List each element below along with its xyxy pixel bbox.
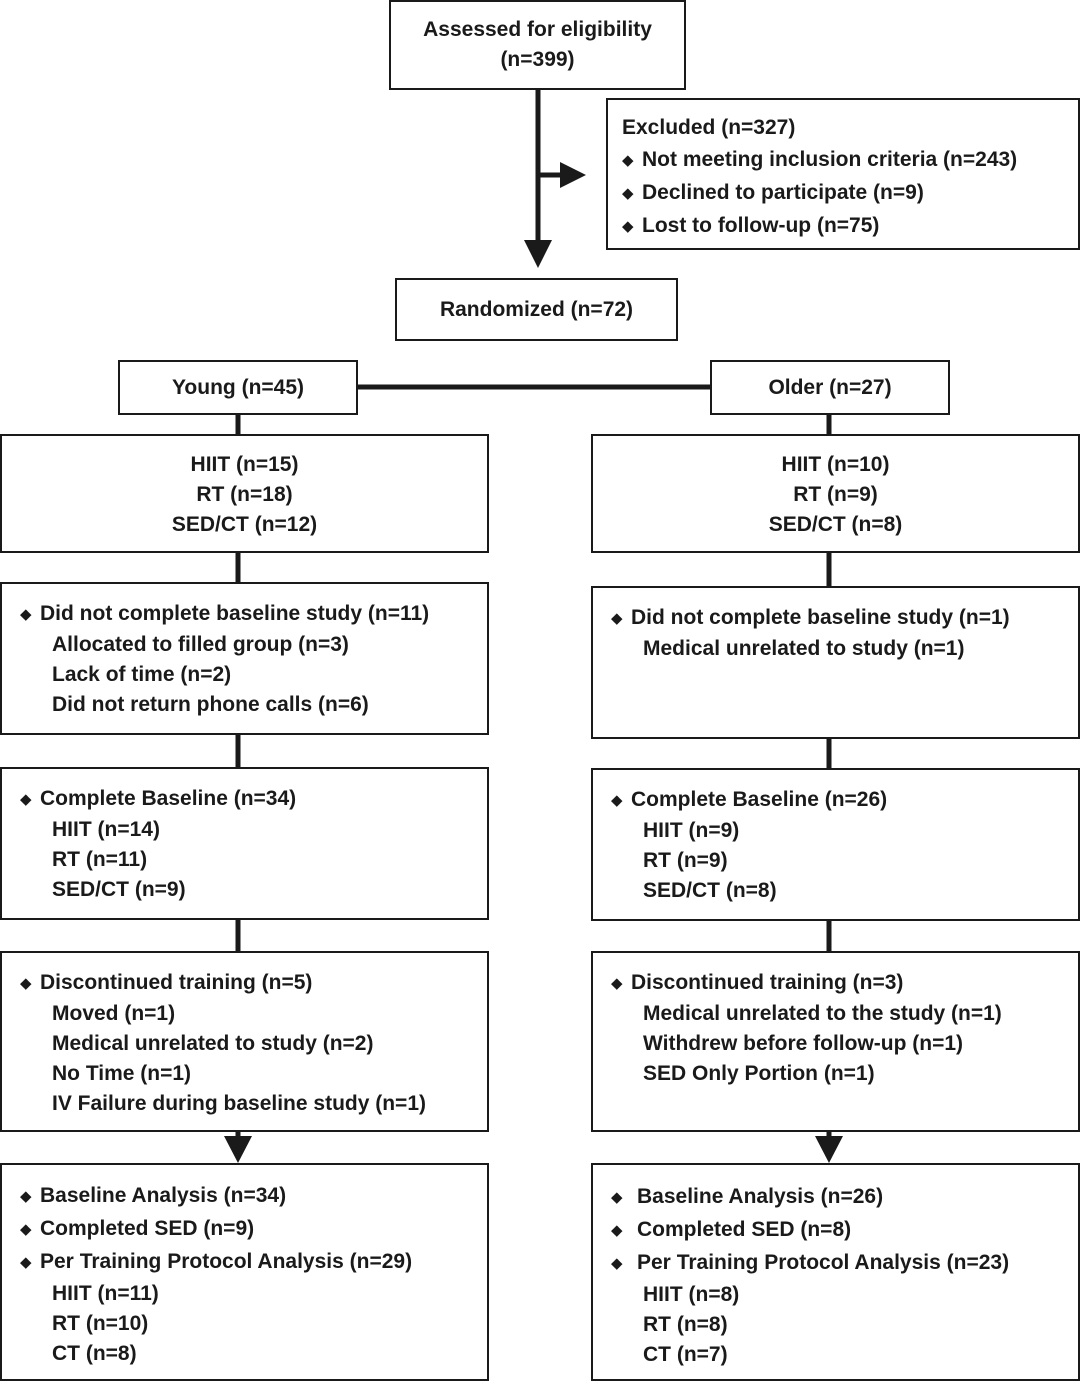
excluded-box: Excluded (n=327) ◆ Not meeting inclusion … [606,98,1080,250]
older-analysis-box: ◆ Baseline Analysis (n=26) ◆ Completed SED… [591,1163,1080,1381]
older-complete-box: ◆ Complete Baseline (n=26) HIIT (n=9) RT … [591,768,1080,921]
young-complete-item: SED/CT (n=9) [52,878,186,901]
older-complete-title: Complete Baseline (n=26) [631,788,888,811]
bullet-icon: ◆ [611,975,623,992]
excluded-item: Not meeting inclusion criteria (n=243) [642,148,1018,171]
young-analysis-item: RT (n=10) [52,1312,149,1335]
young-complete-title: Complete Baseline (n=34) [40,787,297,810]
assessed-line1: Assessed for eligibility [423,18,652,41]
older-label: Older (n=27) [768,375,892,399]
arrow-down-older-analysis [815,1136,843,1163]
older-analysis-bullet: Completed SED (n=8) [637,1218,852,1241]
bullet-icon: ◆ [611,792,623,809]
bullet-icon: ◆ [611,1255,623,1272]
randomized-label: Randomized (n=72) [439,297,634,321]
older-not-complete-title: Did not complete baseline study (n=1) [631,606,1010,629]
older-not-complete-box: ◆ Did not complete baseline study (n=1) M… [591,586,1080,739]
bullet-icon: ◆ [611,1189,623,1206]
young-discontinued-item: No Time (n=1) [52,1062,192,1085]
bullet-icon: ◆ [20,791,32,808]
young-box: Young (n=45) [118,360,358,415]
older-complete-item: SED/CT (n=8) [643,879,777,902]
older-group-sedct: SED/CT (n=8) [768,513,903,536]
bullet-icon: ◆ [611,1222,623,1239]
assessed-box: Assessed for eligibility (n=399) [389,0,686,90]
assessed-line2: (n=399) [500,48,575,71]
older-not-complete-item: Medical unrelated to study (n=1) [643,637,965,660]
bullet-icon: ◆ [20,1221,32,1238]
excluded-item: Lost to follow-up (n=75) [642,214,880,237]
older-discontinued-item: Medical unrelated to the study (n=1) [643,1002,1002,1025]
young-not-complete-item: Allocated to filled group (n=3) [52,633,349,656]
older-groups-box: HIIT (n=10) RT (n=9) SED/CT (n=8) [591,434,1080,553]
bullet-icon: ◆ [622,152,634,169]
older-box: Older (n=27) [710,360,950,415]
older-complete-item: RT (n=9) [643,849,728,872]
young-label: Young (n=45) [171,375,305,399]
older-analysis-item: CT (n=7) [643,1343,728,1366]
older-discontinued-item: Withdrew before follow-up (n=1) [643,1032,964,1055]
bullet-icon: ◆ [20,1188,32,1205]
excluded-title: Excluded (n=327) [622,116,796,139]
young-analysis-box: ◆ Baseline Analysis (n=34) ◆ Completed SED… [0,1163,489,1381]
young-group-sedct: SED/CT (n=12) [171,513,318,536]
bullet-icon: ◆ [20,975,32,992]
young-analysis-bullet: Baseline Analysis (n=34) [40,1184,287,1207]
young-analysis-item: HIIT (n=11) [52,1282,159,1305]
arrow-down-young-analysis [224,1136,252,1163]
bullet-icon: ◆ [622,185,634,202]
young-complete-box: ◆ Complete Baseline (n=34) HIIT (n=14) RT… [0,767,489,920]
young-not-complete-title: Did not complete baseline study (n=11) [40,602,430,625]
older-group-rt: RT (n=9) [793,483,878,506]
older-discontinued-box: ◆ Discontinued training (n=3) Medical unr… [591,951,1080,1132]
young-not-complete-item: Did not return phone calls (n=6) [52,693,369,716]
older-group-hiit: HIIT (n=10) [781,453,890,476]
young-group-rt: RT (n=18) [196,483,293,506]
older-discontinued-item: SED Only Portion (n=1) [643,1062,875,1085]
older-discontinued-title: Discontinued training (n=3) [631,971,904,994]
young-discontinued-item: IV Failure during baseline study (n=1) [52,1092,426,1115]
young-discontinued-item: Moved (n=1) [52,1002,176,1025]
arrow-right-excluded [560,162,586,188]
excluded-item: Declined to participate (n=9) [642,181,924,204]
young-not-complete-item: Lack of time (n=2) [52,663,232,686]
young-analysis-item: CT (n=8) [52,1342,137,1365]
young-group-hiit: HIIT (n=15) [190,453,299,476]
young-discontinued-title: Discontinued training (n=5) [40,971,313,994]
young-complete-item: RT (n=11) [52,848,148,871]
bullet-icon: ◆ [20,1254,32,1271]
young-analysis-bullet: Completed SED (n=9) [40,1217,255,1240]
older-analysis-bullet: Baseline Analysis (n=26) [637,1185,884,1208]
older-analysis-item: HIIT (n=8) [643,1283,740,1306]
young-groups-box: HIIT (n=15) RT (n=18) SED/CT (n=12) [0,434,489,553]
bullet-icon: ◆ [611,610,623,627]
young-discontinued-box: ◆ Discontinued training (n=5) Moved (n=1)… [0,951,489,1132]
young-analysis-bullet: Per Training Protocol Analysis (n=29) [40,1250,413,1273]
young-discontinued-item: Medical unrelated to study (n=2) [52,1032,374,1055]
randomized-box: Randomized (n=72) [395,278,678,341]
bullet-icon: ◆ [622,218,634,235]
young-complete-item: HIIT (n=14) [52,818,160,841]
older-complete-item: HIIT (n=9) [643,819,740,842]
young-not-complete-box: ◆Did not complete baseline study (n=11) … [0,582,489,735]
arrow-down-randomized [524,240,552,268]
older-analysis-bullet: Per Training Protocol Analysis (n=23) [637,1251,1010,1274]
bullet-icon: ◆ [20,606,32,623]
older-analysis-item: RT (n=8) [643,1313,728,1336]
